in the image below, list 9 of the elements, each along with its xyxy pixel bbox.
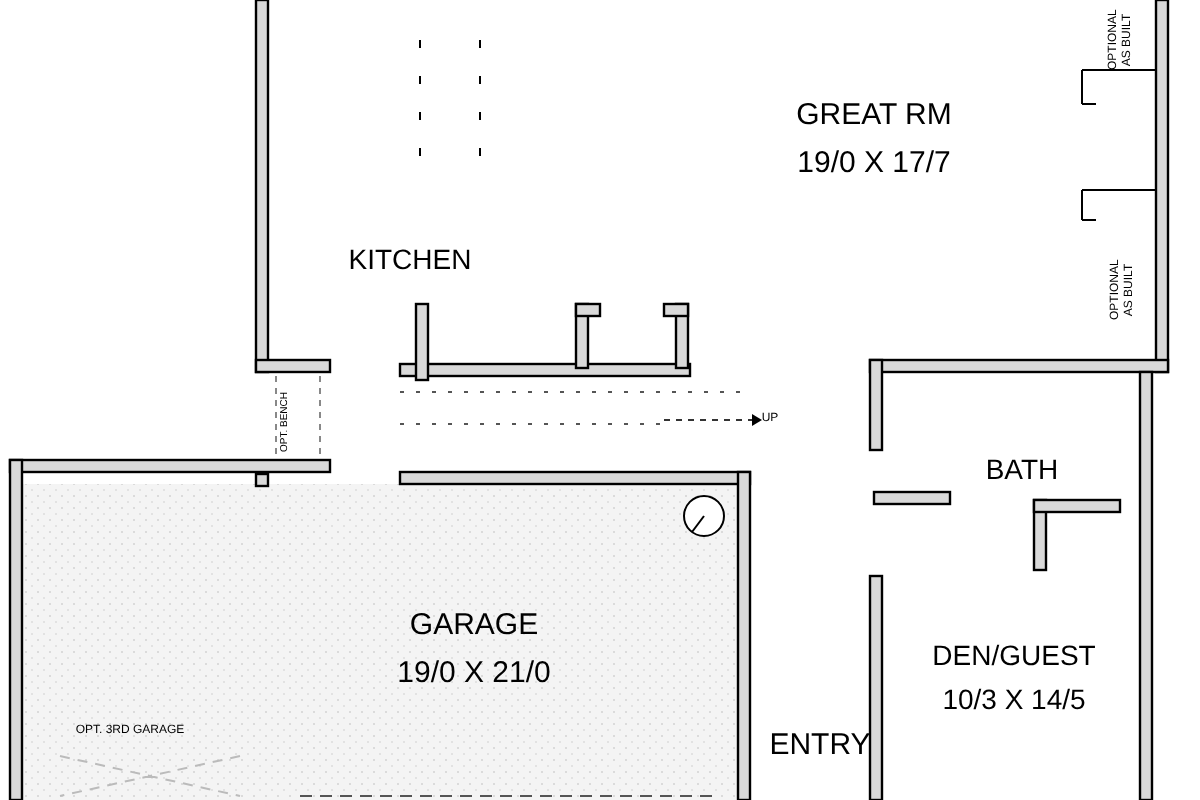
- room-label: 19/0 X 17/7: [797, 143, 951, 184]
- room-label: BATH: [985, 451, 1059, 489]
- room-label: GARAGE: [409, 605, 539, 646]
- room-label: GREAT RM: [796, 95, 952, 136]
- room-label: 19/0 X 21/0: [397, 653, 551, 694]
- room-label: ENTRY: [769, 725, 871, 766]
- room-label: 10/3 X 14/5: [942, 681, 1086, 719]
- room-label: KITCHEN: [348, 241, 472, 279]
- room-label: DEN/GUEST: [932, 637, 1096, 675]
